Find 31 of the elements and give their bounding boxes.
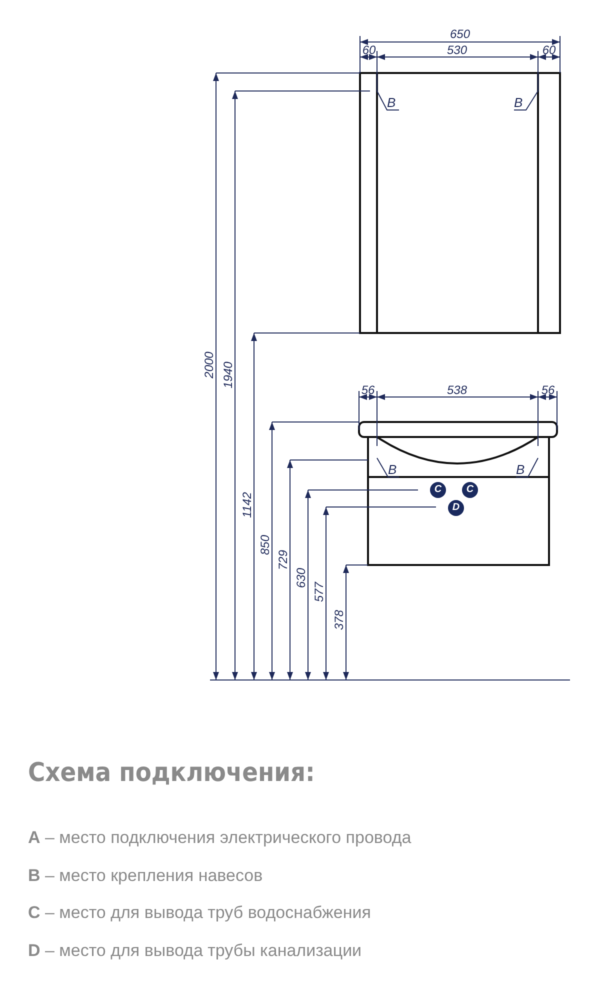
dimension-label: 729 (277, 550, 289, 570)
dimension-label: 850 (259, 534, 271, 556)
dimension-label: 60 (362, 44, 376, 56)
leader-line (516, 458, 538, 478)
dimension-label: 56 (541, 384, 555, 396)
legend-text: C – место для вывода труб водоснабжения (28, 903, 371, 923)
leader-line (514, 90, 538, 110)
callout-letter: B (514, 96, 523, 109)
legend-text: A – место подключения электрического провода (28, 828, 412, 848)
dimension-label: 530 (446, 44, 468, 56)
callout-marker: C (430, 482, 446, 498)
callout-letter: B (388, 463, 397, 476)
callout-marker: D (448, 500, 464, 516)
dimension-label: 2000 (203, 352, 215, 378)
dimension-label: 650 (450, 28, 470, 40)
legend-text: B – место крепления навесов (28, 866, 263, 886)
dimension-label: 378 (333, 610, 345, 630)
dimension-label: 577 (313, 582, 325, 602)
dimension-label: 56 (361, 384, 375, 396)
dimension-label: 1940 (222, 362, 234, 388)
leader-line (376, 458, 400, 478)
heading: Схема подключения: (28, 758, 315, 788)
dimension-label: 538 (446, 384, 468, 396)
legend-text: D – место для вывода трубы канализации (28, 941, 362, 961)
dimension-label: 1142 (241, 492, 253, 518)
dimension-label: 60 (542, 44, 556, 56)
leader-line (376, 90, 400, 110)
callout-marker: C (462, 482, 478, 498)
dimension-label: 630 (295, 568, 307, 588)
callout-letter: B (516, 463, 525, 476)
callout-letter: B (387, 96, 396, 109)
